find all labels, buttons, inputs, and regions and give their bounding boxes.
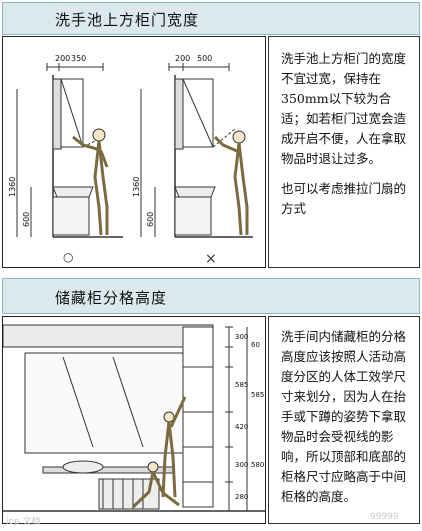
dim-7: 580: [251, 461, 264, 469]
mark-bad: ×: [205, 251, 217, 267]
section2-drawing: 300 60 585 420 585 300 580 280: [2, 316, 266, 524]
left-scene: [16, 63, 123, 238]
section2-paragraph: 洗手间内储藏柜的分格高度应该按照人活动高度分区的人体工效学尺寸来划分，因为人在抬…: [281, 329, 407, 504]
dim-8: 280: [235, 493, 248, 501]
left-height-a: 1360: [8, 177, 17, 197]
dim-1: 300: [235, 333, 248, 341]
section1-drawing: 200 350 1360 600 ○ 200 500 1360 600 ×: [2, 36, 266, 268]
left-height-b: 600: [22, 212, 31, 227]
left-dim-b: 350: [71, 54, 86, 63]
section1-note: 也可以考虑推拉门扇的方式: [281, 181, 407, 216]
section2-header: 储藏柜分格高度: [2, 278, 420, 314]
section1-text: 洗手池上方柜门的宽度不宜过宽，保持在350mm以下较为合适；如若柜门过宽会造成开…: [268, 36, 420, 268]
storage-cabinet-diagram: 300 60 585 420 585 300 580 280: [2, 324, 265, 512]
dim-4: 420: [235, 423, 248, 431]
right-scene: [140, 63, 253, 238]
dim-6: 300: [235, 461, 248, 469]
left-dim-a: 200: [55, 54, 70, 63]
right-dim-a: 200: [175, 54, 190, 63]
section2-text: 洗手间内储藏柜的分格高度应该按照人活动高度分区的人体工效学尺寸来划分，因为人在抬…: [268, 316, 420, 524]
watermark-right: 99999: [370, 512, 399, 522]
right-dim-b: 500: [197, 54, 212, 63]
cabinet-door-width-diagram: 200 350 1360 600 ○ 200 500 1360 600 ×: [8, 54, 253, 267]
watermark-left: iop 文档: [6, 517, 41, 527]
section2-title: 储藏柜分格高度: [55, 289, 168, 307]
right-height-b: 600: [146, 212, 155, 227]
dim-3: 585: [235, 381, 248, 389]
dim-2: 60: [251, 341, 260, 349]
section1-title: 洗手池上方柜门宽度: [55, 11, 200, 29]
storage-scene: [2, 324, 265, 512]
section1-paragraph: 洗手池上方柜门的宽度不宜过宽，保持在350mm以下较为合适；如若柜门过宽会造成开…: [281, 51, 407, 166]
right-height-a: 1360: [132, 177, 141, 197]
section1-header: 洗手池上方柜门宽度: [2, 2, 420, 35]
mark-ok: ○: [63, 250, 73, 264]
dim-5: 585: [251, 391, 264, 399]
